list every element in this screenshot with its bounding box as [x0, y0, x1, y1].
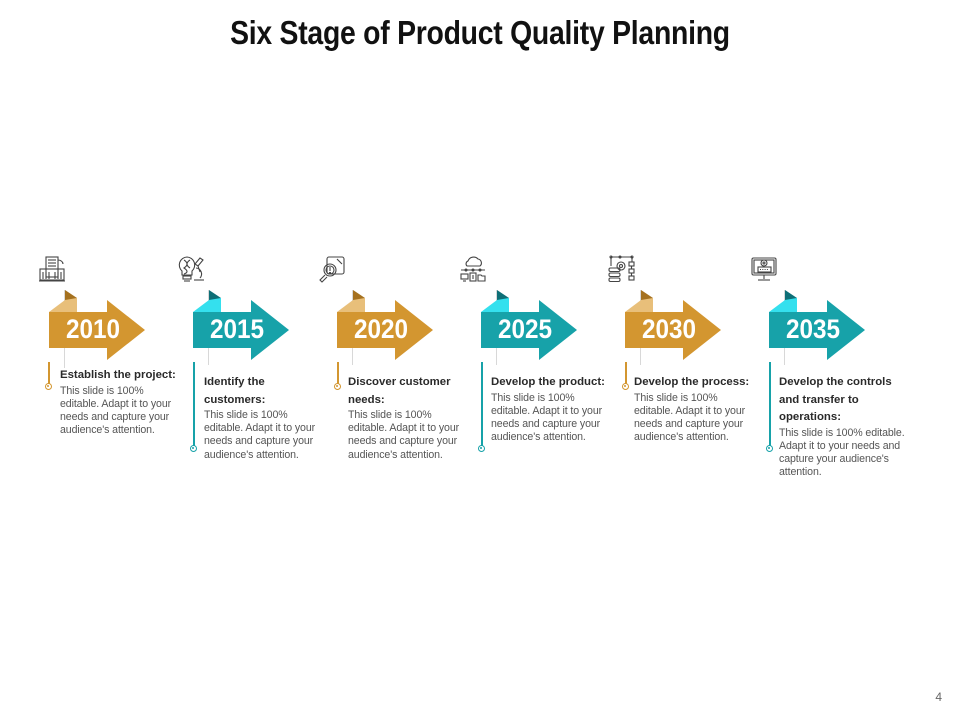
stage-body: This slide is 100% editable. Adapt it to…	[779, 426, 905, 479]
year-label: 2010	[65, 314, 121, 344]
year-label: 2030	[641, 314, 697, 344]
timeline-dot	[622, 383, 629, 390]
stage-description: Develop the product: This slide is 100% …	[491, 374, 613, 444]
stage-description: Discover customer needs: This slide is 1…	[348, 374, 470, 462]
stage-description: Establish the project: This slide is 100…	[60, 367, 182, 437]
slide-title: Six Stage of Product Quality Planning	[230, 14, 730, 51]
year-label: 2015	[209, 314, 265, 344]
dna-bulb-microscope-icon	[176, 254, 206, 284]
year-label: 2025	[497, 314, 553, 344]
office-building-icon	[37, 254, 67, 284]
year-arrow-2015: 2015	[191, 288, 291, 360]
year-arrow-2025: 2025	[479, 288, 579, 360]
timeline-dot	[478, 445, 485, 452]
timeline-dot	[45, 383, 52, 390]
database-flowchart-icon	[606, 254, 636, 284]
year-arrow-2035: 2035	[767, 288, 867, 360]
cloud-network-icon	[458, 254, 488, 284]
timeline-stage-2035: 2035 Develop the controls and transfer t…	[0, 0, 905, 720]
timeline-stage-2010: 2010 Establish the project: This slide i…	[0, 0, 176, 720]
page-number: 4	[935, 690, 942, 704]
timeline-dot	[190, 445, 197, 452]
stage-body: This slide is 100% editable. Adapt it to…	[348, 409, 460, 461]
stage-heading: Discover customer needs:	[348, 376, 451, 406]
year-label: 2020	[353, 314, 409, 344]
stage-description: Develop the controls and transfer to ope…	[779, 374, 911, 479]
timeline-stage-2020: 2020 Discover customer needs: This slide…	[0, 0, 459, 720]
timeline-dot	[766, 445, 773, 452]
stage-body: This slide is 100% editable. Adapt it to…	[204, 409, 316, 461]
stage-description: Identify the customers: This slide is 10…	[204, 374, 326, 462]
magnifier-search-icon	[317, 254, 347, 284]
stage-body: This slide is 100% editable. Adapt it to…	[634, 391, 746, 444]
stage-body: This slide is 100% editable. Adapt it to…	[60, 384, 172, 437]
timeline-stage-2025: 2025 Develop the product: This slide is …	[0, 0, 605, 720]
year-arrow-2030: 2030	[623, 288, 723, 360]
stage-heading: Identify the customers:	[204, 376, 266, 406]
year-arrow-2010: 2010	[47, 288, 147, 360]
year-arrow-2020: 2020	[335, 288, 435, 360]
timeline-stage-2030: 2030 Develop the process: This slide is …	[0, 0, 749, 720]
stage-heading: Develop the process:	[634, 376, 750, 388]
year-label: 2035	[785, 314, 841, 344]
stage-body: This slide is 100% editable. Adapt it to…	[491, 391, 603, 444]
monitor-settings-icon	[749, 254, 779, 284]
stage-heading: Develop the controls and transfer to ope…	[779, 376, 892, 423]
timeline-stage-2015: 2015 Identify the customers: This slide …	[0, 0, 315, 720]
stage-heading: Develop the product:	[491, 376, 605, 388]
stage-description: Develop the process: This slide is 100% …	[634, 374, 756, 444]
timeline-dot	[334, 383, 341, 390]
stage-heading: Establish the project:	[60, 369, 176, 381]
